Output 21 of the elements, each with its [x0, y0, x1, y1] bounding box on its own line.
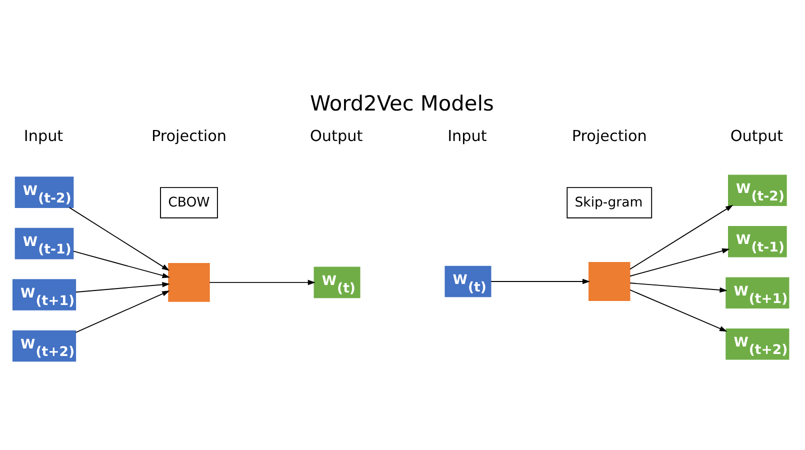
- label: Input: [448, 126, 487, 144]
- label: Input: [24, 126, 64, 144]
- arrow: [209, 279, 316, 285]
- arrow: [490, 278, 590, 284]
- arrow: [75, 282, 170, 292]
- arrow: [630, 248, 730, 276]
- arrow: [630, 288, 728, 332]
- arrow: [75, 290, 170, 332]
- label: Output: [310, 126, 363, 144]
- diagram-title: Word2Vec Models: [310, 90, 494, 115]
- node-box: CBOW: [160, 186, 218, 218]
- arrow: [72, 250, 170, 278]
- label: Projection: [151, 126, 227, 144]
- label: Output: [730, 126, 784, 144]
- arrow: [630, 282, 728, 292]
- arrow: [630, 204, 734, 270]
- node-box: [588, 262, 630, 300]
- node-box: Skip-gram: [566, 186, 652, 218]
- arrow: [68, 206, 170, 270]
- label: Projection: [572, 126, 647, 144]
- node-box: [168, 262, 210, 302]
